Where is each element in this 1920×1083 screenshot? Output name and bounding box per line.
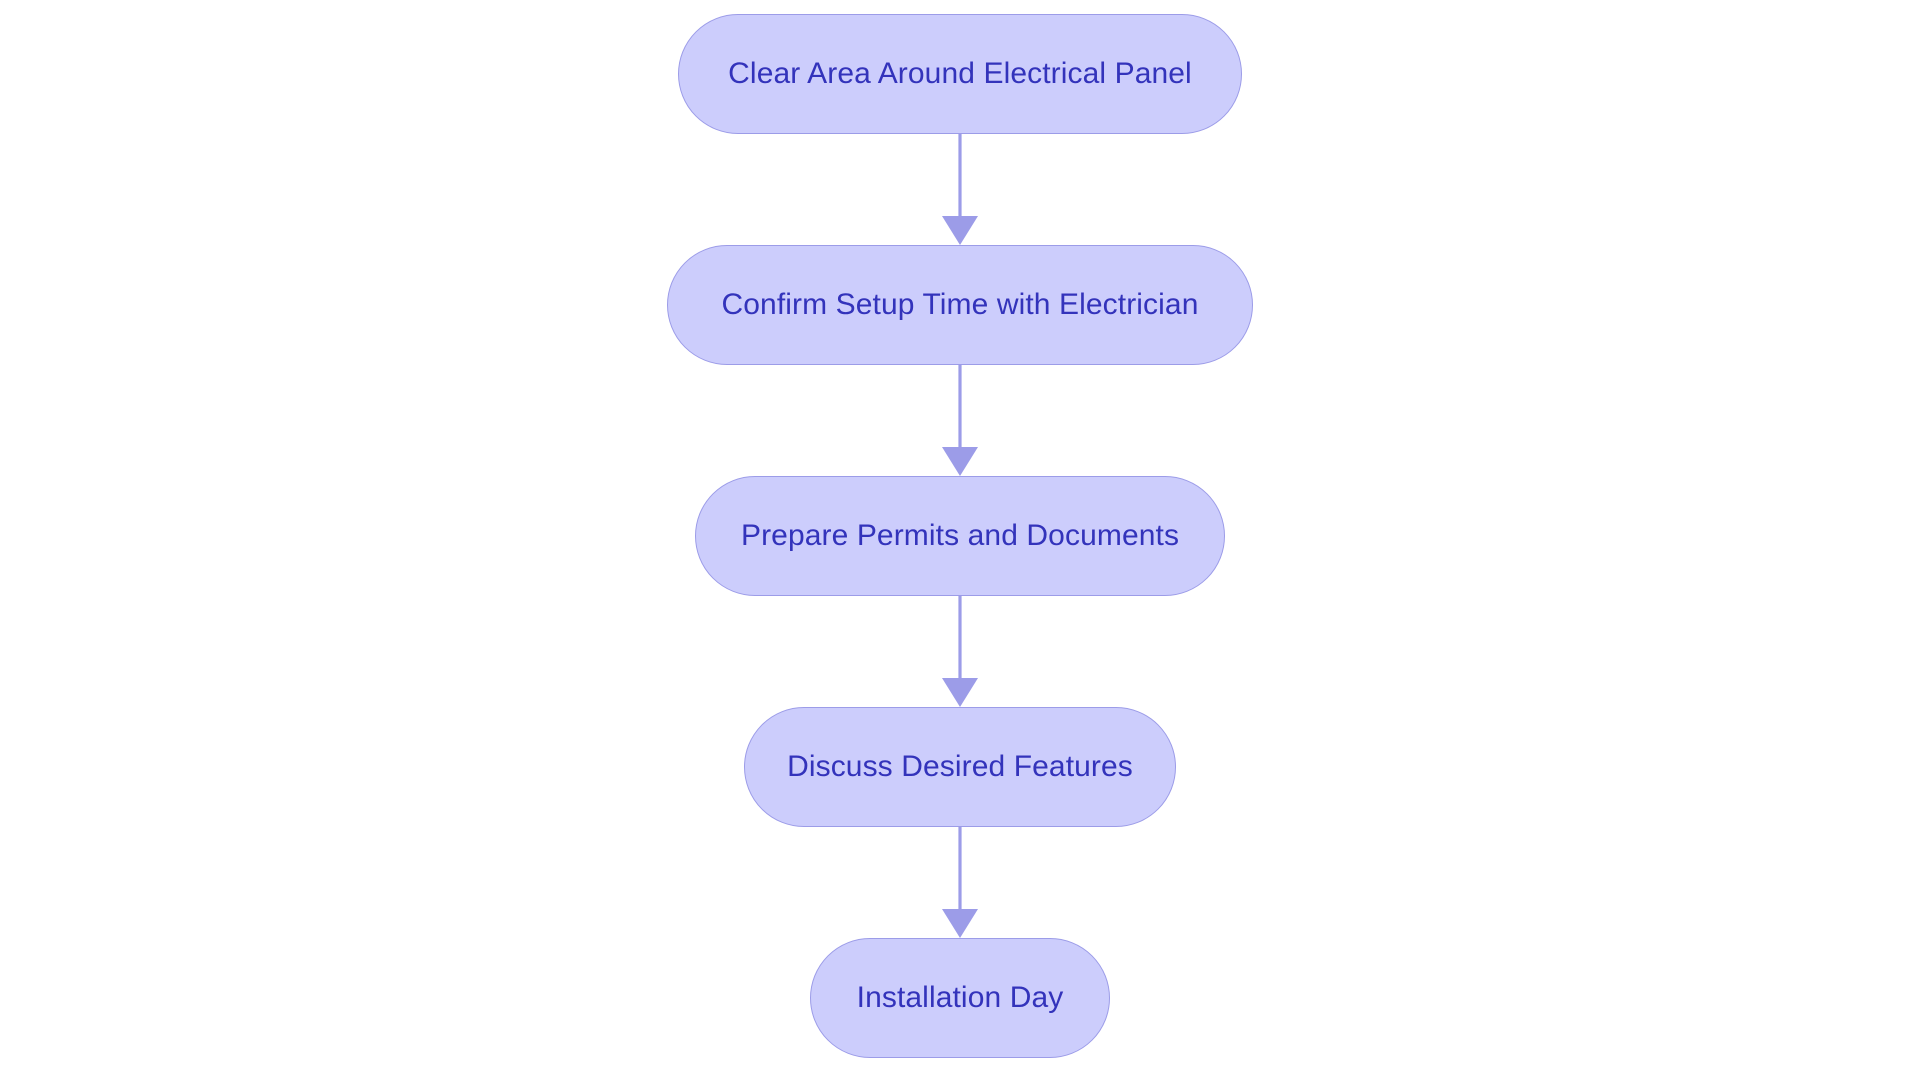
flow-node-clear-area[interactable]: Clear Area Around Electrical Panel — [678, 14, 1242, 134]
flow-node-confirm-setup-time[interactable]: Confirm Setup Time with Electrician — [667, 245, 1253, 365]
flow-node-installation-day[interactable]: Installation Day — [810, 938, 1110, 1058]
flow-node-label: Prepare Permits and Documents — [740, 519, 1180, 552]
edge-discuss-features-to-installation-day — [942, 827, 978, 938]
flow-node-label: Confirm Setup Time with Electrician — [721, 288, 1199, 321]
flow-node-prepare-permits[interactable]: Prepare Permits and Documents — [695, 476, 1225, 596]
flow-node-label: Discuss Desired Features — [787, 750, 1133, 783]
edge-confirm-setup-time-to-prepare-permits — [942, 365, 978, 476]
flow-node-label: Clear Area Around Electrical Panel — [728, 57, 1192, 90]
edge-clear-area-to-confirm-setup-time — [942, 134, 978, 245]
edge-prepare-permits-to-discuss-features — [942, 596, 978, 707]
flow-node-label: Installation Day — [856, 981, 1064, 1014]
flow-node-discuss-features[interactable]: Discuss Desired Features — [744, 707, 1176, 827]
